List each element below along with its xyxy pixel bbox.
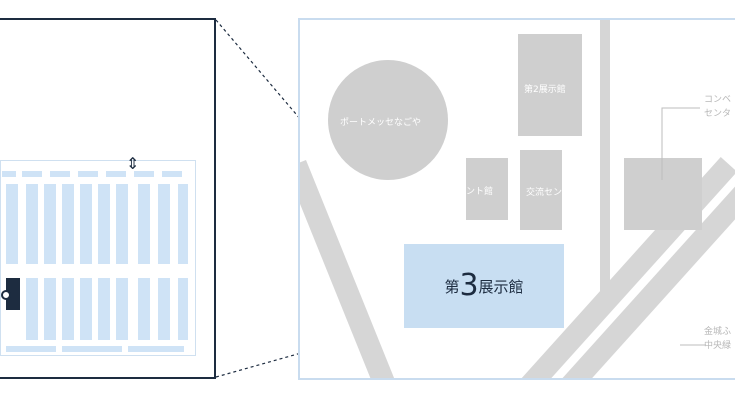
hall2-building xyxy=(518,34,582,136)
convention-center-building xyxy=(624,158,702,230)
hall2-label: 第2展示館 xyxy=(524,85,566,95)
booth-block xyxy=(26,278,38,340)
event-hall-building xyxy=(466,158,508,220)
floor-top-bar xyxy=(22,171,42,177)
floor-bottom-bar xyxy=(6,346,56,352)
floor-top-bar xyxy=(106,171,126,177)
hall3-label-suffix: 展示館 xyxy=(478,277,524,296)
floor-top-bar xyxy=(50,171,70,177)
event-hall-label: イベント館 xyxy=(448,187,494,197)
floor-top-bar xyxy=(78,171,98,177)
hall3-label-prefix: 第 xyxy=(444,277,460,296)
floor-bottom-bar xyxy=(128,346,184,352)
booth-block xyxy=(62,278,74,340)
floor-bottom-bar xyxy=(62,346,122,352)
booth-block xyxy=(80,278,92,340)
booth-block xyxy=(178,278,188,340)
exchange-center-building xyxy=(520,150,562,230)
booth-block xyxy=(178,184,188,264)
booth-block xyxy=(138,278,150,340)
port-messe-building xyxy=(328,60,448,180)
current-location-dot xyxy=(1,290,11,300)
booth-block xyxy=(116,184,128,264)
booth-block xyxy=(158,278,170,340)
booth-block xyxy=(158,184,170,264)
booth-block xyxy=(26,184,38,264)
exchange-center-label: 交流センター xyxy=(526,188,581,198)
convention-label-1: コンベ xyxy=(704,95,732,105)
up-down-arrow-icon: ⇕ xyxy=(126,154,140,173)
booth-block xyxy=(98,184,110,264)
current-location-marker xyxy=(6,278,20,310)
booth-block xyxy=(44,184,56,264)
station-label-1: 金城ふ xyxy=(704,327,732,337)
floor-top-bar xyxy=(2,171,16,177)
booth-block xyxy=(98,278,110,340)
port-messe-label: ポートメッセなごや xyxy=(340,118,422,128)
floor-top-bar xyxy=(134,171,154,177)
booth-block xyxy=(44,278,56,340)
leader-lines xyxy=(661,107,706,346)
convention-label-2: センタ xyxy=(704,109,732,119)
road xyxy=(600,20,610,310)
booth-block xyxy=(62,184,74,264)
floor-top-bar xyxy=(162,171,182,177)
station-label-2: 中央緑 xyxy=(704,341,732,351)
hall3-building: 第 3 展示館 xyxy=(404,244,564,328)
booth-block xyxy=(116,278,128,340)
venue-map: ポートメッセなごや 第2展示館 イベント館 交流センター コンベ センタ 金城ふ… xyxy=(298,18,735,380)
hall3-label-number: 3 xyxy=(459,268,479,303)
booth-block xyxy=(80,184,92,264)
booth-block xyxy=(6,184,18,264)
booth-block xyxy=(138,184,150,264)
